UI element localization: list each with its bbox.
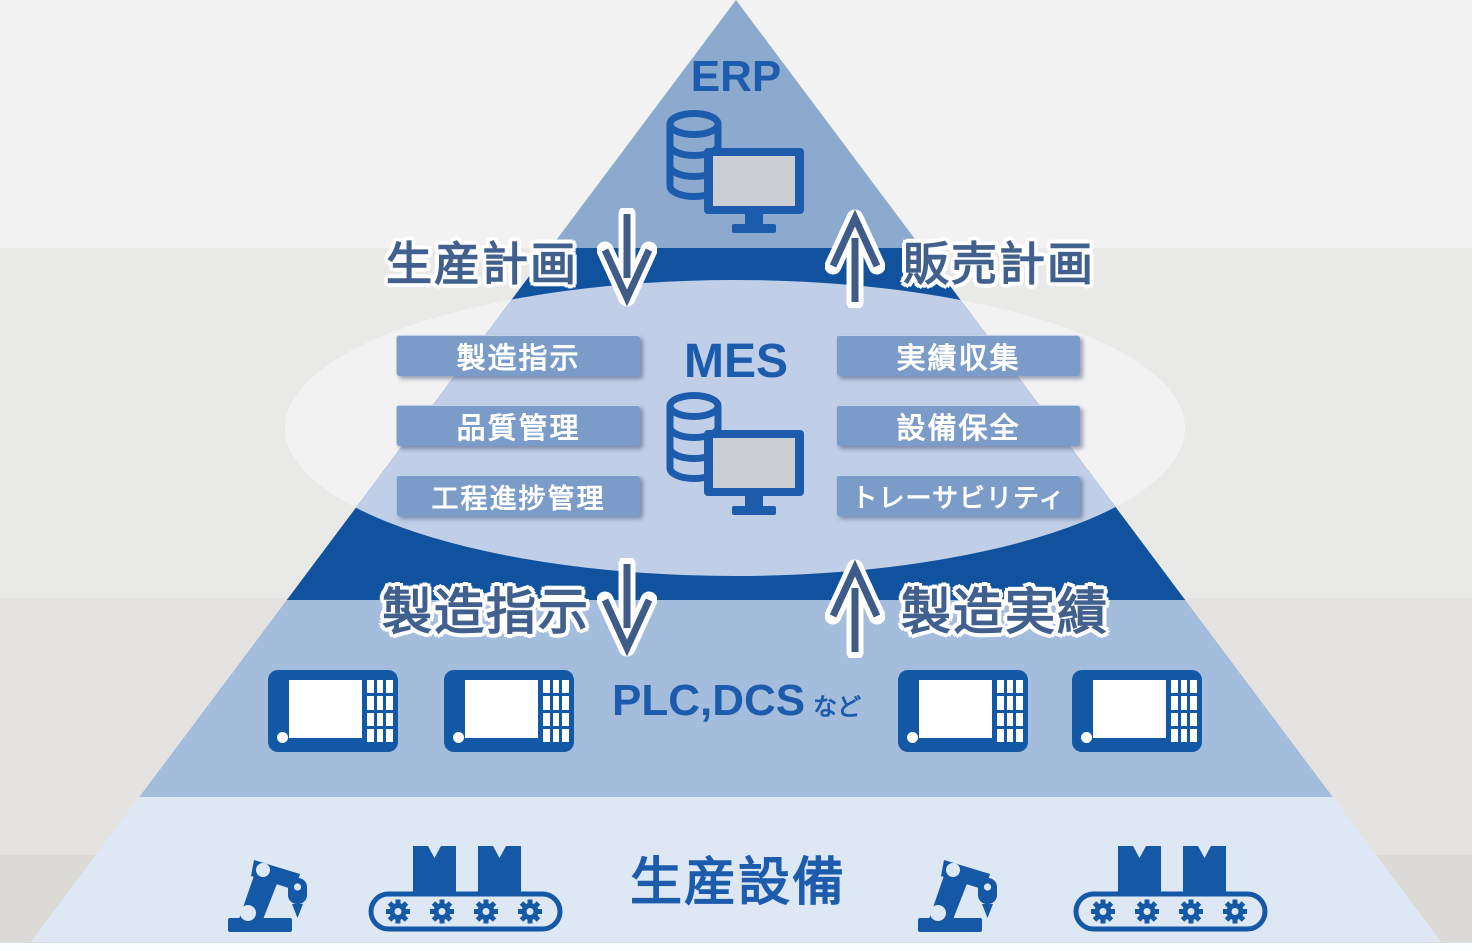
flow-manufacturing-results: 製造実績 [901, 584, 1109, 640]
plc-title: PLC,DCS [612, 676, 806, 725]
plc-title-group: PLC,DCS など [612, 676, 861, 726]
monitor-icon [704, 148, 804, 233]
mes-box-results-collection: 実績収集 [836, 335, 1080, 376]
down-arrow-icon [597, 208, 657, 308]
monitor-icon [704, 430, 804, 515]
mes-box-equipment-maintenance: 設備保全 [836, 405, 1080, 446]
flow-manufacturing-order: 製造指示 [382, 584, 590, 640]
mes-title: MES [683, 335, 788, 388]
hmi-panel-icon [898, 670, 1028, 752]
flow-sales-plan: 販売計画 [903, 238, 1095, 290]
mes-box-process-progress: 工程進捗管理 [396, 475, 640, 516]
erp-title: ERP [690, 52, 782, 101]
plc-title-suffix: など [813, 694, 862, 721]
bottom-strip [0, 942, 1472, 951]
erp-system-icon [664, 110, 809, 235]
robot-arm-icon [218, 834, 318, 934]
conveyor-icon [368, 842, 563, 932]
robot-arm-icon [908, 834, 1008, 934]
conveyor-icon [1073, 842, 1268, 932]
flow-production-plan: 生産計画 [386, 238, 578, 290]
equipment-title: 生産設備 [630, 854, 847, 912]
up-arrow-icon [825, 208, 885, 308]
hmi-panel-icon [444, 670, 574, 752]
mes-system-icon [664, 392, 809, 517]
hmi-panel-icon [1072, 670, 1202, 752]
up-arrow-icon [825, 558, 885, 658]
mes-box-traceability: トレーサビリティ [836, 475, 1080, 516]
mes-box-manufacturing-order: 製造指示 [396, 335, 640, 376]
hmi-panel-icon [268, 670, 398, 752]
mes-box-quality-control: 品質管理 [396, 405, 640, 446]
down-arrow-icon [597, 558, 657, 658]
